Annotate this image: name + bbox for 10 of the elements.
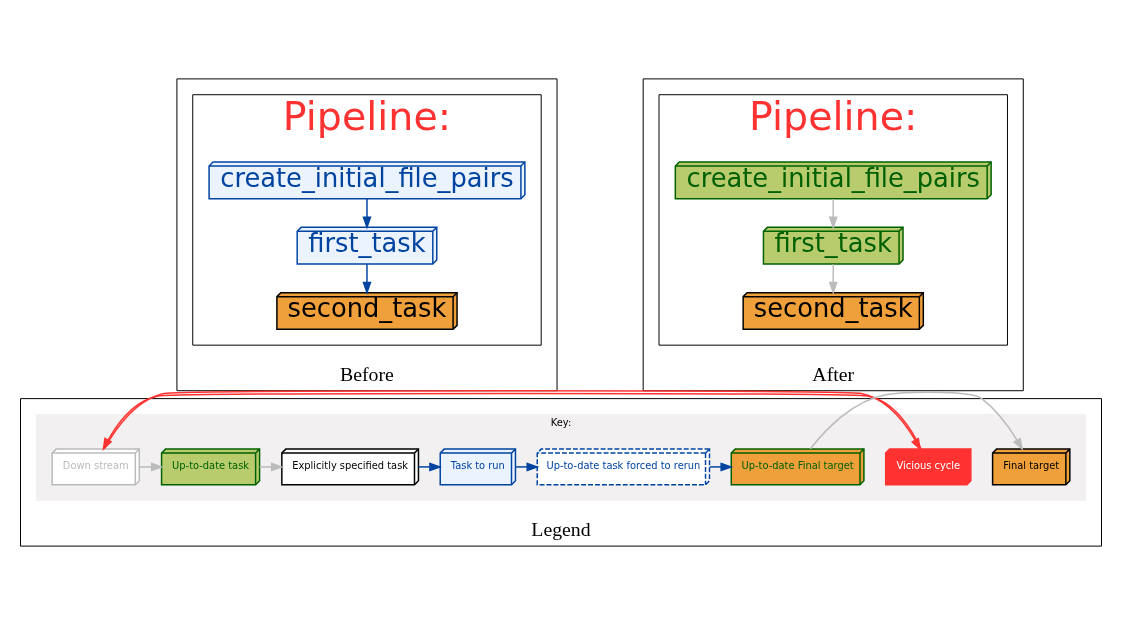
arrow xyxy=(138,461,164,471)
arrow xyxy=(362,197,372,229)
arrow xyxy=(709,461,734,471)
arrow xyxy=(417,461,443,471)
arrow xyxy=(258,461,284,471)
arrow xyxy=(809,390,1024,451)
arrow xyxy=(362,263,372,295)
arrow xyxy=(828,263,838,295)
arrow xyxy=(828,197,838,229)
arrow xyxy=(514,461,540,471)
